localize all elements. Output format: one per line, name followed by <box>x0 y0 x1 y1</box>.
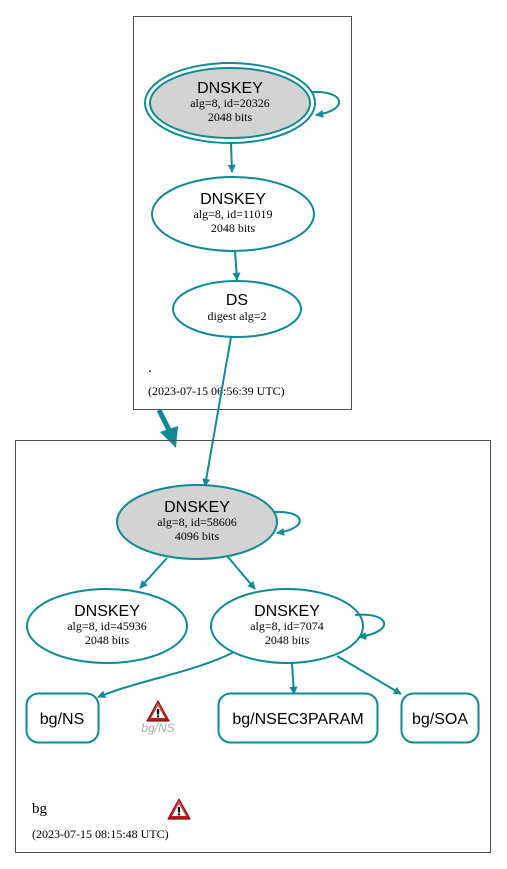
root-ksk-alg: alg=8, id=20326 <box>190 96 270 110</box>
root-ksk-bits: 2048 bits <box>208 110 253 124</box>
bg-ksk-alg: alg=8, id=58606 <box>157 515 237 529</box>
bg-ksk-bits: 4096 bits <box>175 529 220 543</box>
bg-zsk-alg: alg=8, id=7074 <box>250 619 324 633</box>
root-zone-cluster: DNSKEY alg=8, id=20326 2048 bits DNSKEY … <box>133 16 352 410</box>
bg-ksk-self-edge <box>272 510 301 536</box>
bg-zone-name: bg <box>32 801 48 817</box>
bg-key-45936-bits: 2048 bits <box>85 633 130 647</box>
root-zone-timestamp: (2023-07-15 06:56:39 UTC) <box>148 384 285 398</box>
root-ksk-node[interactable]: DNSKEY alg=8, id=20326 2048 bits <box>144 62 316 144</box>
bg-zsk-title: DNSKEY <box>254 603 320 620</box>
delegation-edge <box>156 408 173 434</box>
rrset-nsec3param-label: bg/NSEC3PARAM <box>232 711 363 728</box>
root-zsk-alg: alg=8, id=11019 <box>193 207 272 221</box>
ns-warning[interactable]: bg/NS <box>141 700 175 735</box>
bg-ksk-to-45936-edge <box>139 557 168 589</box>
root-ksk-to-zsk-edge <box>227 142 236 173</box>
root-ds-node[interactable]: DS digest alg=2 <box>172 280 302 338</box>
rrset-soa-label: bg/SOA <box>412 711 468 728</box>
root-ksk-title: DNSKEY <box>197 80 263 97</box>
bg-zone-cluster: DNSKEY alg=8, id=58606 4096 bits DNSKEY … <box>15 440 491 853</box>
bg-zsk-node[interactable]: DNSKEY alg=8, id=7074 2048 bits <box>210 588 364 664</box>
root-zsk-to-ds-edge <box>232 250 241 281</box>
ds-title: DS <box>226 292 248 309</box>
bg-ksk-to-zsk-edge <box>227 556 256 590</box>
root-zone-name: . <box>148 360 152 376</box>
warning-triangle-icon[interactable] <box>167 798 191 820</box>
root-zsk-node[interactable]: DNSKEY alg=8, id=11019 2048 bits <box>151 176 315 252</box>
bg-zone-border <box>15 440 491 853</box>
zsk-to-nsec3param-edge <box>289 662 298 695</box>
bg-ksk-node[interactable]: DNSKEY alg=8, id=58606 4096 bits <box>116 484 278 560</box>
ds-to-bg-ksk-edge <box>202 336 232 487</box>
root-zone-border <box>133 16 352 410</box>
rrset-ns[interactable]: bg/NS <box>25 692 100 744</box>
ds-digest: digest alg=2 <box>207 309 266 323</box>
rrset-ns-label: bg/NS <box>40 711 84 728</box>
bg-zsk-bits: 2048 bits <box>265 633 310 647</box>
rrset-soa[interactable]: bg/SOA <box>400 692 480 744</box>
zsk-to-soa-edge <box>336 655 402 695</box>
zsk-to-ns-edge <box>97 651 235 699</box>
warning-triangle-icon <box>146 700 170 722</box>
bg-key-45936-alg: alg=8, id=45936 <box>67 619 147 633</box>
delegation-arrowhead <box>160 426 178 448</box>
bg-zsk-self-edge <box>354 613 385 640</box>
rrset-nsec3param[interactable]: bg/NSEC3PARAM <box>217 692 379 744</box>
root-zsk-title: DNSKEY <box>200 191 266 208</box>
ns-warning-label: bg/NS <box>141 721 174 735</box>
root-zsk-bits: 2048 bits <box>211 221 256 235</box>
bg-zone-timestamp: (2023-07-15 08:15:48 UTC) <box>32 827 169 841</box>
root-ksk-self-edge <box>310 90 340 118</box>
bg-key-45936-node[interactable]: DNSKEY alg=8, id=45936 2048 bits <box>26 588 188 664</box>
bg-key-45936-title: DNSKEY <box>74 603 140 620</box>
bg-ksk-title: DNSKEY <box>164 499 230 516</box>
